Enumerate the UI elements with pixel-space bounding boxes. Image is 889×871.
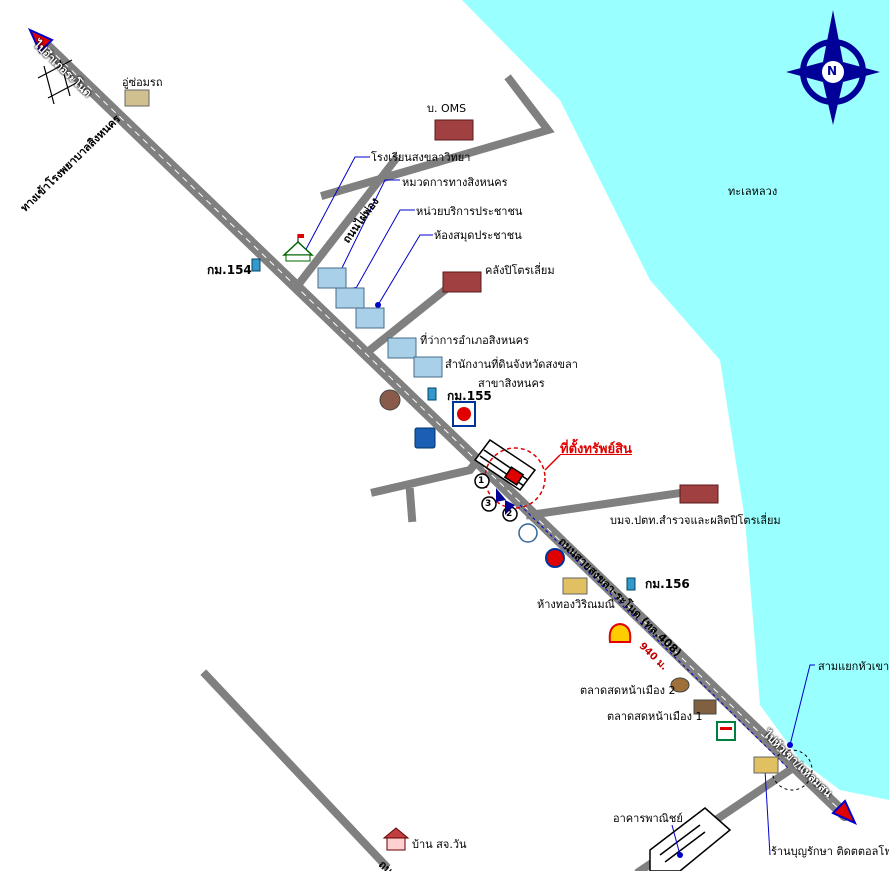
- oms-label: บ. OMS: [427, 102, 467, 115]
- sea-area: [462, 0, 889, 800]
- arrow-northwest-icon: [27, 27, 54, 54]
- arrow-southeast-icon: [831, 799, 858, 826]
- factory-icons: [434, 119, 719, 504]
- marker-2-label: 2: [506, 509, 513, 519]
- marker-3: [481, 496, 497, 512]
- km-154-label: กม.154: [207, 263, 252, 277]
- marker-1: [474, 473, 490, 489]
- commercial-buildings: [649, 807, 732, 871]
- main-highway: [34, 34, 851, 821]
- marker-3-label: 3: [485, 499, 492, 509]
- rail-crossing-icon: [37, 59, 83, 105]
- north-compass-icon: [786, 10, 880, 125]
- market-2-label: ตลาดสดหน้าเมือง 2: [580, 684, 676, 697]
- gold-shop-icon: [562, 577, 588, 595]
- km-156-label: กม.156: [645, 577, 690, 591]
- house-label: บ้าน สจ.วัน: [412, 838, 467, 851]
- land-office-label-1: สำนักงานที่ดินจังหวัดสงขลา: [445, 358, 578, 371]
- market-1-icon: [693, 699, 717, 715]
- bank-logo-icon: [414, 427, 436, 449]
- km-post-icons: [251, 258, 636, 591]
- petro-depot-label: คลังปิโตรเลี่ยม: [485, 264, 555, 277]
- caltex-logo-icon: [545, 548, 565, 568]
- garage-icon: [124, 89, 150, 107]
- phone-shop-label: ร้านบุญรักษา ติดตตอลโฟน: [771, 845, 889, 858]
- km-155-label: กม.155: [447, 389, 492, 403]
- highway-office-label: หมวดการทางสิงหนคร: [402, 176, 508, 189]
- gold-shop-label: ห้างทองวิริณมณี: [537, 598, 615, 611]
- seven-eleven-logo-icon: [716, 721, 736, 741]
- north-label: N: [827, 64, 838, 78]
- ptt-logo-icon: [452, 401, 476, 427]
- school-icon: [282, 234, 314, 262]
- market-2-icon: [670, 677, 690, 693]
- ptt-company-label: บมจ.ปตท.สำรวจและผลิตปิโตรเลี่ยม: [610, 514, 781, 527]
- office-building-icons: [317, 267, 443, 378]
- target-label: ที่ตั้งทรัพย์สิน: [560, 442, 632, 457]
- district-office-label: ที่ว่าการอำเภอสิงหนคร: [420, 334, 529, 347]
- view-angle-icon: [496, 488, 506, 502]
- school-label: โรงเรียนสงขลาวิทยา: [371, 151, 471, 164]
- seal-icon: [379, 389, 401, 411]
- commercial-label: อาคารพาณิชย์: [613, 812, 683, 825]
- library-label: ห้องสมุดประชาชน: [434, 229, 522, 242]
- phone-shop-icon: [753, 756, 779, 774]
- market-1-label: ตลาดสดหน้าเมือง 1: [607, 710, 703, 723]
- garage-label: อู่ซ่อมรถ: [122, 76, 163, 89]
- gov-seal-icon: [518, 523, 538, 543]
- junction-label: สามแยกหัวเขา: [818, 660, 889, 673]
- water-label: ทะเลหลวง: [728, 185, 778, 198]
- land-office-label-2: สาขาสิงหนคร: [478, 377, 545, 390]
- shell-logo-icon: [608, 622, 632, 643]
- house-icon: [382, 827, 410, 851]
- view-angle-2-icon: [505, 500, 515, 515]
- leader-lines: [302, 156, 815, 856]
- service-unit-label: หน่วยบริการประชาชน: [416, 205, 523, 218]
- marker-1-label: 1: [478, 476, 485, 486]
- target-pointer: [544, 454, 561, 471]
- property-buildings: [473, 438, 537, 492]
